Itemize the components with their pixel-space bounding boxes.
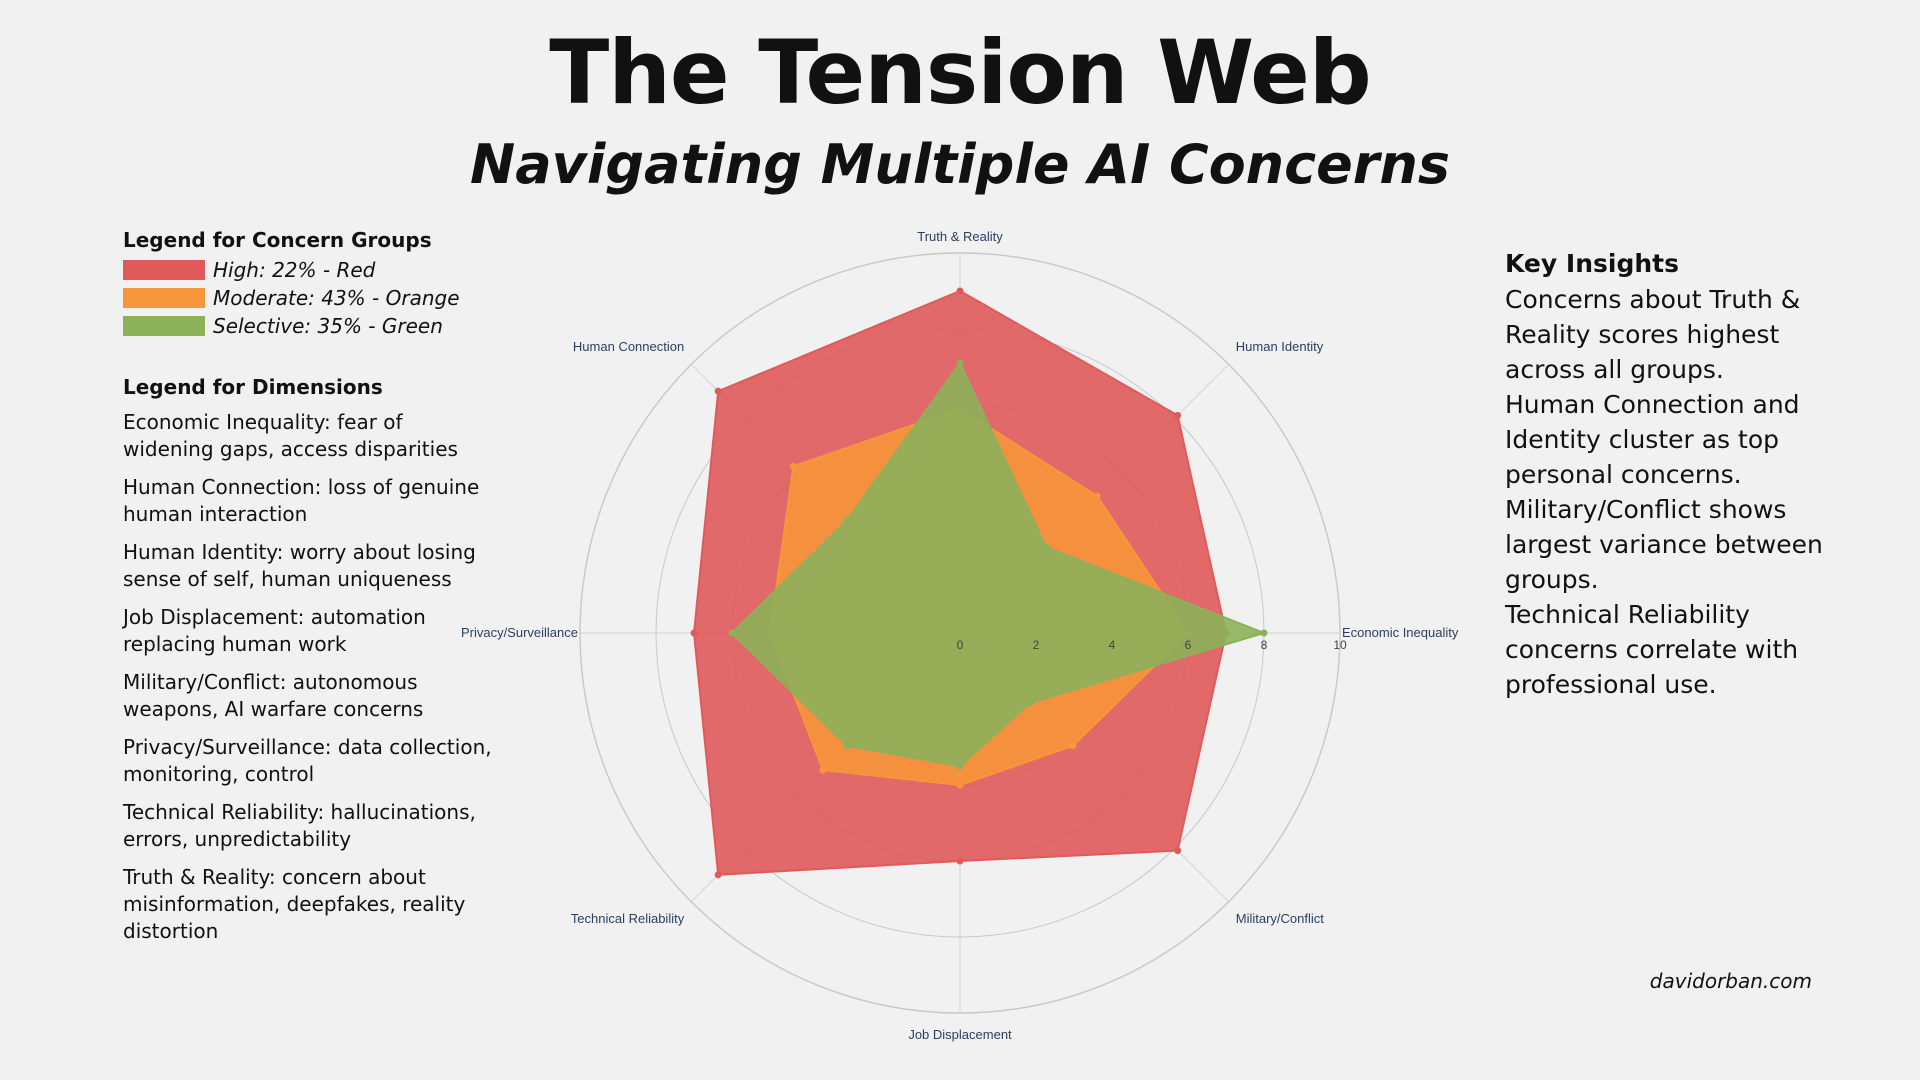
data-point-high bbox=[956, 287, 964, 295]
data-point-selective bbox=[843, 742, 851, 750]
dimension-human-connection: Human Connection: loss of genuine human … bbox=[123, 475, 480, 526]
data-point-selective bbox=[956, 762, 964, 770]
dimension-truth-reality: Truth & Reality: concern about misinform… bbox=[123, 865, 466, 943]
data-point-high bbox=[714, 387, 722, 395]
radial-tick-label: 6 bbox=[1185, 638, 1192, 652]
legend-label-selective: Selective: 35% - Green bbox=[213, 314, 443, 338]
data-point-moderate bbox=[1093, 492, 1101, 500]
axis-label: Human Identity bbox=[1236, 339, 1324, 354]
data-point-high bbox=[714, 871, 722, 879]
data-point-selective bbox=[1042, 543, 1050, 551]
legend-item-selective: Selective: 35% - Green bbox=[123, 312, 483, 340]
dimensions-legend-heading: Legend for Dimensions bbox=[123, 375, 383, 399]
data-point-high bbox=[1174, 847, 1182, 855]
legend-swatch-high bbox=[123, 260, 205, 280]
insight-item: Technical Reliability concerns correlate… bbox=[1505, 600, 1799, 699]
concern-groups-legend: Legend for Concern Groups High: 22% - Re… bbox=[123, 226, 483, 340]
data-point-selective bbox=[1026, 699, 1034, 707]
insight-item: Human Connection and Identity cluster as… bbox=[1505, 390, 1800, 489]
data-point-selective bbox=[843, 516, 851, 524]
legend-item-high: High: 22% - Red bbox=[123, 256, 483, 284]
data-point-selective bbox=[956, 359, 964, 367]
radial-tick-label: 8 bbox=[1261, 638, 1268, 652]
dimension-human-identity: Human Identity: worry about losing sense… bbox=[123, 540, 476, 591]
legend-label-moderate: Moderate: 43% - Orange bbox=[213, 286, 460, 310]
dimensions-legend: Legend for Dimensions Economic Inequalit… bbox=[123, 373, 493, 956]
legend-swatch-moderate bbox=[123, 288, 205, 308]
data-point-high bbox=[690, 629, 698, 637]
radial-tick-label: 10 bbox=[1333, 638, 1347, 652]
concern-groups-legend-heading: Legend for Concern Groups bbox=[123, 228, 432, 252]
axis-label: Truth & Reality bbox=[917, 229, 1003, 244]
dimension-military-conflict: Military/Conflict: autonomous weapons, A… bbox=[123, 670, 424, 721]
legend-item-moderate: Moderate: 43% - Orange bbox=[123, 284, 483, 312]
dimension-job-displacement: Job Displacement: automation replacing h… bbox=[123, 605, 426, 656]
axis-label: Human Connection bbox=[573, 339, 684, 354]
axis-label: Military/Conflict bbox=[1236, 911, 1325, 926]
data-point-moderate bbox=[1069, 742, 1077, 750]
dimension-privacy-surveillance: Privacy/Surveillance: data collection, m… bbox=[123, 735, 492, 786]
legend-swatch-selective bbox=[123, 316, 205, 336]
data-point-moderate bbox=[956, 781, 964, 789]
page-title: The Tension Web bbox=[549, 21, 1372, 124]
radial-tick-label: 4 bbox=[1109, 638, 1116, 652]
axis-label: Technical Reliability bbox=[571, 911, 685, 926]
key-insights-heading: Key Insights bbox=[1505, 249, 1679, 278]
radial-tick-label: 2 bbox=[1033, 638, 1040, 652]
axis-label: Privacy/Surveillance bbox=[461, 625, 578, 640]
legend-label-high: High: 22% - Red bbox=[213, 258, 376, 282]
data-point-high bbox=[1174, 411, 1182, 419]
data-point-high bbox=[956, 857, 964, 865]
dimension-economic-inequality: Economic Inequality: fear of widening ga… bbox=[123, 410, 458, 461]
data-point-moderate bbox=[819, 766, 827, 774]
dimension-technical-reliability: Technical Reliability: hallucinations, e… bbox=[123, 800, 476, 851]
data-point-selective bbox=[728, 629, 736, 637]
footer-credit: davidorban.com bbox=[1649, 969, 1812, 993]
axis-label: Economic Inequality bbox=[1342, 625, 1459, 640]
data-point-moderate bbox=[789, 462, 797, 470]
insight-item: Concerns about Truth & Reality scores hi… bbox=[1505, 285, 1801, 384]
axis-label: Job Displacement bbox=[908, 1027, 1012, 1042]
radial-tick-label: 0 bbox=[957, 638, 964, 652]
page-subtitle: Navigating Multiple AI Concerns bbox=[470, 133, 1450, 196]
insight-item: Military/Conflict shows largest variance… bbox=[1505, 495, 1823, 594]
key-insights: Key Insights Concerns about Truth & Real… bbox=[1505, 246, 1835, 702]
data-point-selective bbox=[1260, 629, 1268, 637]
